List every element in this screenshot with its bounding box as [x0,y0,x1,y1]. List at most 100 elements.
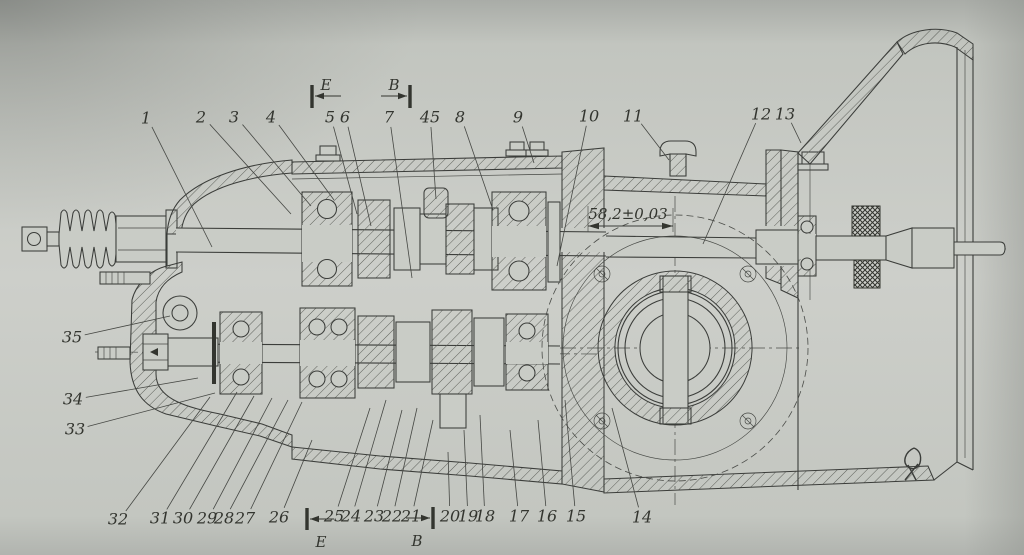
countershaft-gear-3 [431,309,473,395]
callout-23-leader [376,409,403,507]
callout-19-label: 19 [458,507,478,526]
callout-20-leader [447,451,450,507]
release-fork-bar [662,275,689,425]
callout-12-label: 12 [751,105,771,124]
reverse-gear [423,187,449,219]
callout-7-leader [390,126,413,279]
countershaft-end-bolt [142,333,169,371]
dimension-annotation: 58,2±0,03 [587,205,674,232]
callout-21-leader [413,419,434,507]
callout-14-leader [611,407,639,508]
front-bearing [301,191,353,287]
callout-13-leader [790,122,802,144]
section-letter-top-left: Е [320,76,332,94]
shaft-neck [815,235,887,261]
shaft-step [755,229,799,265]
callout-27-leader [250,401,303,510]
callout-20-label: 20 [439,507,460,526]
countershaft-gear-1 [357,315,395,389]
callout-35-label: 35 [62,328,82,347]
gear-4th [357,199,391,279]
callout-19-leader [463,429,468,507]
callout-14-label: 14 [632,508,652,527]
section-arrowhead-bottom-left [310,515,319,523]
callout-8-leader [463,126,494,211]
callout-32-leader [125,396,211,512]
shaft-journal [911,227,955,269]
callout-9-leader [521,126,535,164]
callout-4-leader [278,124,335,201]
callout-1-leader [151,126,213,248]
callout-4-label: 4 [265,108,276,127]
housing-nose-wall [166,159,293,235]
housing-left-wall [129,261,293,448]
callout-9-label: 9 [513,108,523,127]
countershaft-spigot [167,337,219,367]
main-shaft-assembly [175,187,607,291]
callout-11-label: 11 [623,107,643,126]
bell-opening-dashed-circle [541,214,809,482]
callout-12-leader [702,122,757,245]
callout-45-leader [430,126,437,200]
synchro-sleeve [419,213,447,265]
callout-13-label: 13 [775,105,795,124]
callout-25-label: 25 [323,507,344,526]
callout-23-label: 23 [363,507,384,526]
callout-35-leader [84,315,171,336]
side-boss [162,295,198,331]
callout-31-label: 31 [150,509,170,528]
callout-33-leader [87,392,216,427]
synchro-hub [393,207,421,271]
section-letter-bottom-left: Е [315,533,327,551]
section-arrowhead-top-left [315,92,324,100]
clutch-release-assembly [541,214,809,482]
callout-34-leader [85,377,199,398]
callout-17-leader [509,429,519,507]
callout-31-leader [166,391,238,510]
dimension-text: 58,2±0,03 [588,205,667,223]
dim-arrow-right [662,222,673,230]
rear-bearing [491,191,547,291]
callout-24-label: 24 [340,507,361,526]
callout-15-label: 15 [566,507,586,526]
callout-8-label: 8 [455,108,465,127]
callout-29-label: 29 [196,509,217,528]
bell-top-scurve [896,28,974,62]
callout-34-label: 34 [63,390,83,409]
callout-28-label: 28 [213,509,234,528]
tail-bearing [797,215,817,277]
callout-30-label: 30 [173,509,193,528]
countershaft-front-bearing [219,311,263,395]
callout-18-leader [479,414,485,507]
callout-16-label: 16 [537,507,557,526]
callout-1-label: 1 [141,109,151,128]
callout-24-leader [354,399,387,507]
boot-sleeve [115,215,167,263]
callout-10-label: 10 [579,107,599,126]
bell-corner-bolts [593,265,757,430]
dim-arrow-left [588,222,599,230]
output-shaft [605,205,1006,289]
countershaft-rear-bearing [505,313,549,391]
callout-32-label: 32 [108,510,128,529]
callout-7-label: 7 [384,108,395,127]
callout-10-leader [556,125,587,267]
breather-plug [659,140,697,177]
callout-5-leader [333,126,358,215]
callout-3-leader [242,124,312,207]
countershaft-assembly [142,307,561,429]
section-letter-bottom-right: В [410,532,422,550]
countershaft-gear-4 [473,317,505,387]
callout-18-label: 18 [475,507,495,526]
gear-3rd [445,203,475,275]
callout-29-leader [212,397,273,510]
rod-end-hole [26,231,42,247]
input-pushrod [21,209,178,269]
left-studs [97,271,151,360]
callout-5-label: 5 [325,108,335,127]
retainer-plate [212,322,216,384]
callout-16-leader [537,419,547,507]
callout-15-leader [564,399,576,507]
